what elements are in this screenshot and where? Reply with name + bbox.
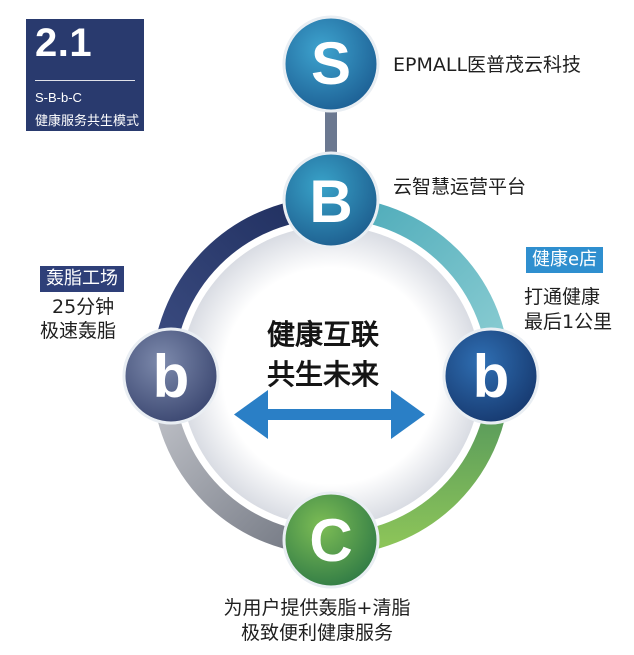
node-b-label: 云智慧运营平台 [393, 176, 527, 198]
node-c: C [282, 491, 380, 589]
section-badge: 2.1 S-B-b-C 健康服务共生模式 [26, 19, 144, 131]
badge-divider [35, 80, 135, 81]
center-slogan-line1: 健康互联 [266, 318, 379, 351]
left-store-tag: 轰脂工场 [40, 266, 124, 292]
s-b-connector [325, 110, 337, 156]
left-desc-line1: 25分钟 [52, 296, 115, 318]
double-arrow [234, 390, 425, 439]
node-s-label: EPMALL医普茂云科技 [393, 54, 582, 76]
node-b-left: b [122, 327, 220, 425]
node-c-desc-line1: 为用户提供轰脂+清脂 [223, 597, 411, 619]
section-subtitle-code: S-B-b-C [35, 90, 82, 105]
section-number: 2.1 [35, 21, 93, 65]
node-b-right: b [442, 327, 540, 425]
right-desc-line2: 最后1公里 [524, 311, 613, 333]
node-b-top-letter: B [309, 168, 352, 235]
right-desc-line1: 打通健康 [524, 286, 601, 308]
node-c-desc-line2: 极致便利健康服务 [240, 622, 393, 644]
center-slogan-line2: 共生未来 [266, 358, 379, 391]
node-b-top: B [282, 151, 380, 249]
node-s-letter: S [311, 30, 351, 97]
center-slogan: 健康互联 共生未来 [238, 315, 408, 395]
node-c-letter: C [309, 507, 352, 574]
node-b-right-letter: b [473, 343, 510, 410]
node-s: S [282, 15, 380, 113]
section-subtitle: 健康服务共生模式 [35, 114, 140, 129]
inner-circle [181, 226, 481, 526]
left-desc-line2: 极速轰脂 [40, 320, 117, 342]
node-b-left-letter: b [153, 343, 190, 410]
right-store-tag: 健康e店 [526, 247, 604, 273]
